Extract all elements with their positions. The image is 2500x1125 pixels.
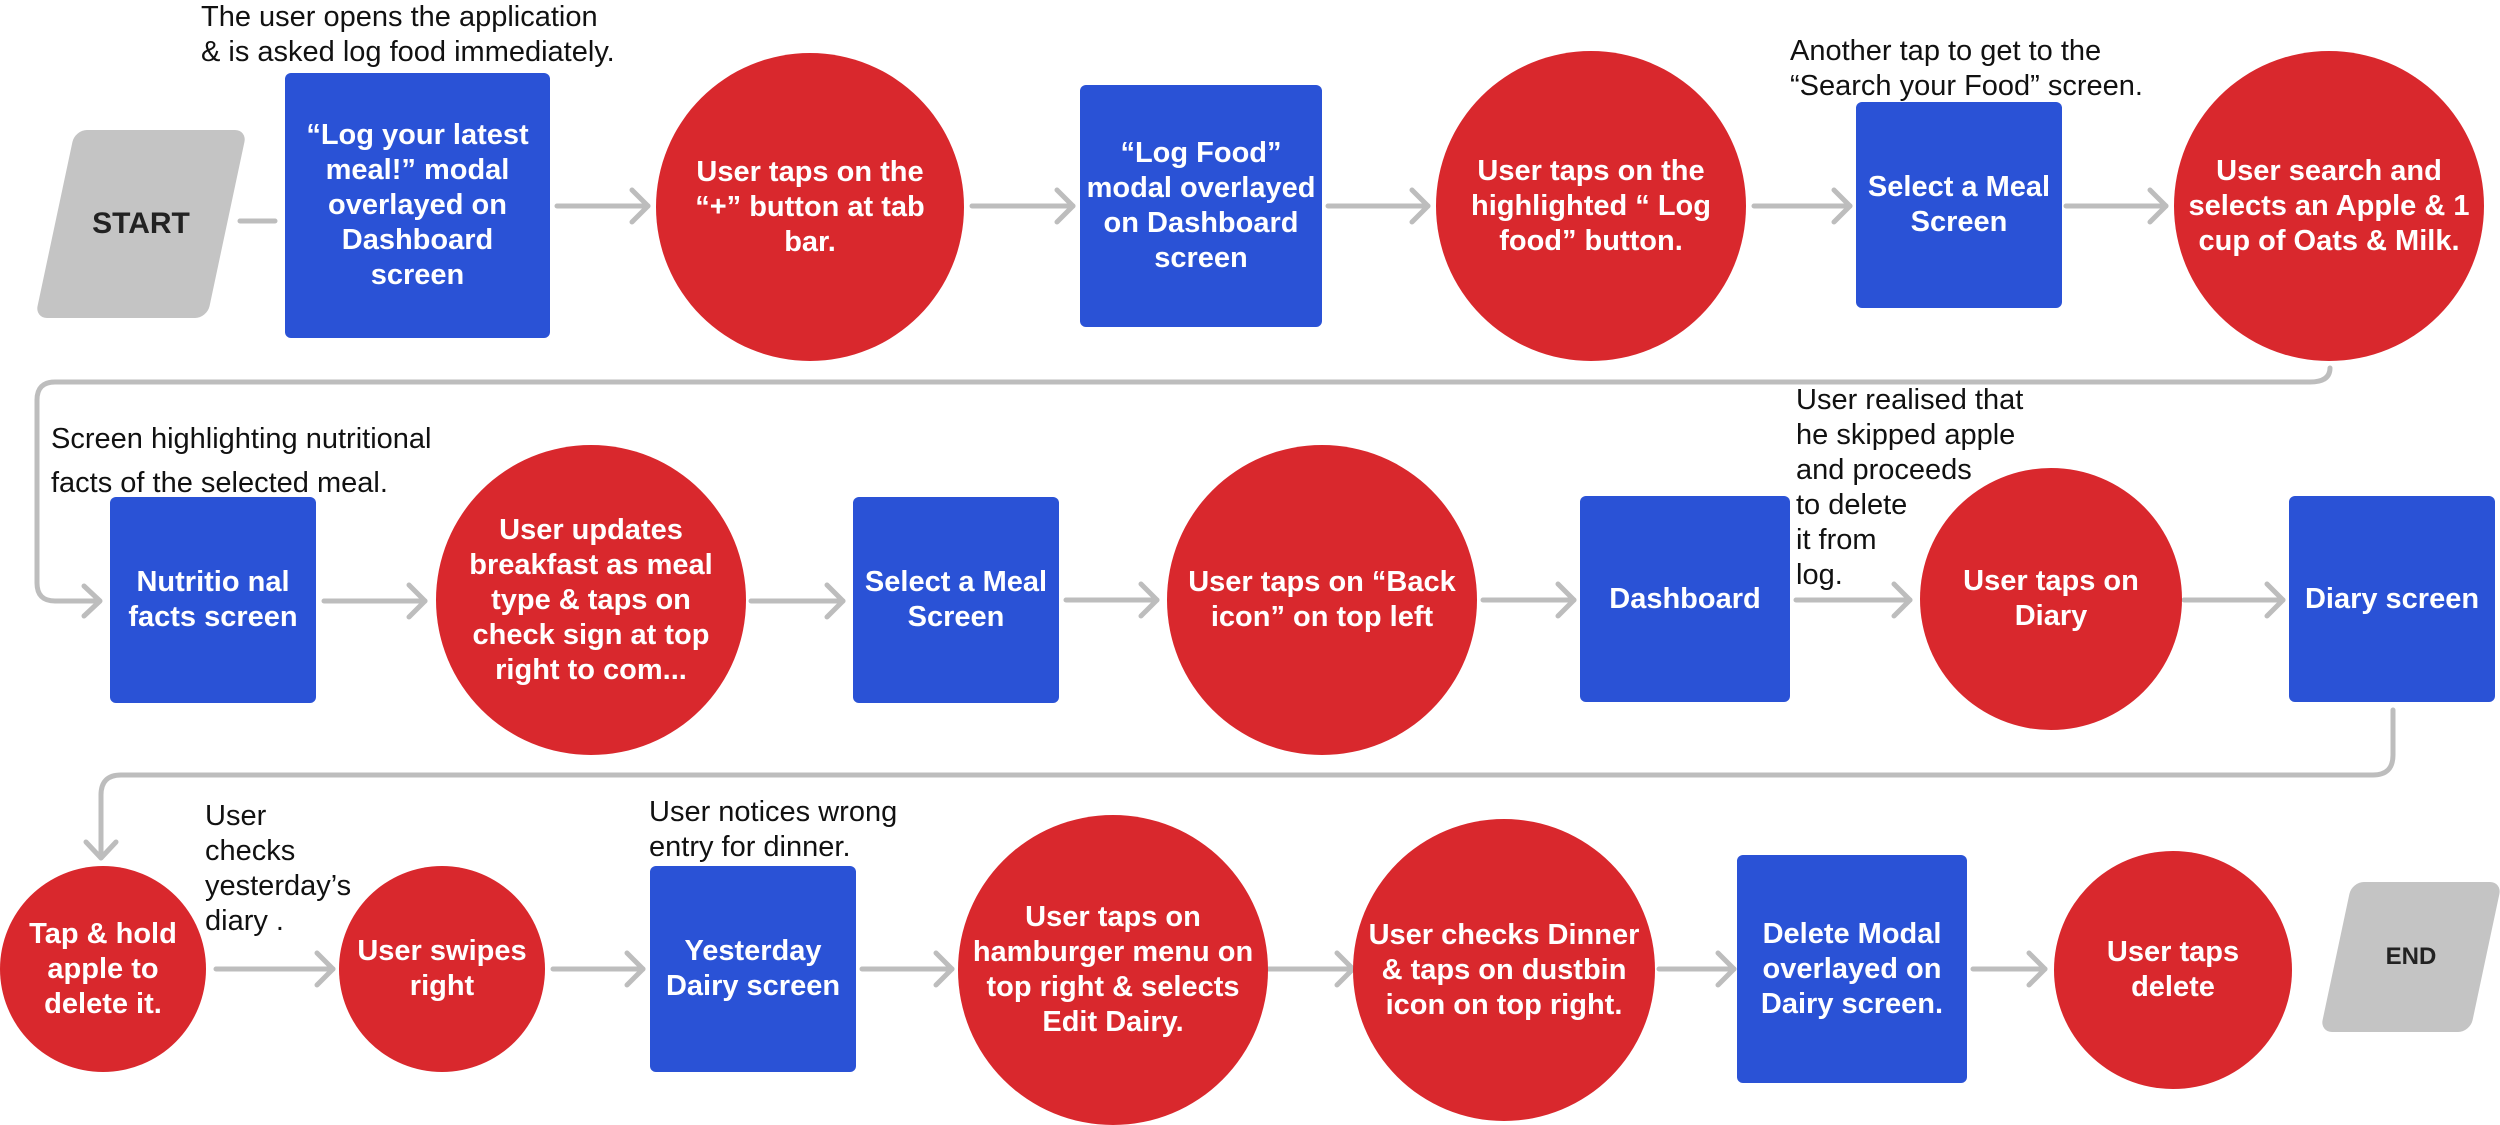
arrow-row1-2 bbox=[969, 187, 1076, 225]
start-label: START bbox=[92, 207, 190, 240]
log-food-modal-node: “Log Food” modal overlayed on Dashboard … bbox=[1080, 85, 1322, 327]
dashboard-node: Dashboard bbox=[1580, 496, 1790, 702]
log-meal-modal-node: “Log your latest meal!” modal overlayed … bbox=[285, 73, 550, 338]
end-label: END bbox=[2385, 943, 2437, 970]
hamburger-node: User taps on hamburger menu on top right… bbox=[958, 815, 1268, 1125]
arrow-row2-6 bbox=[2181, 581, 2286, 619]
delete-modal-node: Delete Modal overlayed on Dairy screen. bbox=[1737, 855, 1967, 1083]
note-nutrition-facts: Screen highlighting nutritional facts of… bbox=[51, 423, 432, 499]
note-checks-yesterday: User checks yesterday’s diary . bbox=[205, 800, 352, 937]
note-opens-app: The user opens the application & is aske… bbox=[201, 1, 615, 68]
note-realised: User realised that he skipped apple and … bbox=[1796, 384, 2024, 591]
arrow-row1-3 bbox=[1325, 187, 1431, 225]
search-select-node: User search and selects an Apple & 1 cup… bbox=[2174, 51, 2484, 361]
arrow-row3-4 bbox=[1265, 950, 1356, 988]
arrow-row2-5 bbox=[1793, 581, 1913, 619]
arrow-wrap-row1-row2 bbox=[34, 365, 2333, 619]
arrow-wrap-row2-row3 bbox=[83, 707, 2396, 861]
select-meal-screen-2-node: Select a Meal Screen bbox=[853, 497, 1059, 703]
select-meal-screen-1-node: Select a Meal Screen bbox=[1856, 102, 2062, 308]
arrow-row2-1 bbox=[321, 582, 428, 620]
tap-delete-node: User taps delete bbox=[2054, 851, 2292, 1089]
arrow-row2-3 bbox=[1063, 581, 1160, 619]
arrow-row1-1 bbox=[554, 187, 651, 225]
tap-hold-node: Tap & hold apple to delete it. bbox=[0, 866, 206, 1072]
note-notices-wrong: User notices wrong entry for dinner. bbox=[649, 796, 898, 863]
tap-diary-node: User taps on Diary bbox=[1920, 468, 2182, 730]
end-node: END bbox=[2320, 882, 2500, 1032]
check-dinner-node: User checks Dinner & taps on dustbin ico… bbox=[1353, 819, 1655, 1121]
arrow-row3-1 bbox=[213, 950, 336, 988]
arrow-row3-3 bbox=[859, 950, 955, 988]
arrow-row3-6 bbox=[1970, 950, 2048, 988]
update-breakfast-node: User updates breakfast as meal type & ta… bbox=[436, 445, 746, 755]
arrow-row2-2 bbox=[748, 582, 846, 620]
arrow-row1-5 bbox=[2063, 187, 2169, 225]
yesterday-dairy-node: Yesterday Dairy screen bbox=[650, 866, 856, 1072]
arrow-row2-4 bbox=[1480, 581, 1577, 619]
diary-screen-node: Diary screen bbox=[2289, 496, 2495, 702]
tap-back-node: User taps on “Back icon” on top left bbox=[1167, 445, 1477, 755]
tap-log-food-node: User taps on the highlighted “ Log food”… bbox=[1436, 51, 1746, 361]
nutritional-facts-node: Nutritio nal facts screen bbox=[110, 497, 316, 703]
arrow-row3-5 bbox=[1656, 950, 1737, 988]
note-another-tap: Another tap to get to the “Search your F… bbox=[1790, 35, 2143, 102]
arrow-row1-4 bbox=[1751, 187, 1853, 225]
swipe-right-node: User swipes right bbox=[339, 866, 545, 1072]
start-node: START bbox=[35, 130, 247, 318]
tap-plus-node: User taps on the “+” button at tab bar. bbox=[656, 53, 964, 361]
arrow-row3-2 bbox=[550, 950, 646, 988]
